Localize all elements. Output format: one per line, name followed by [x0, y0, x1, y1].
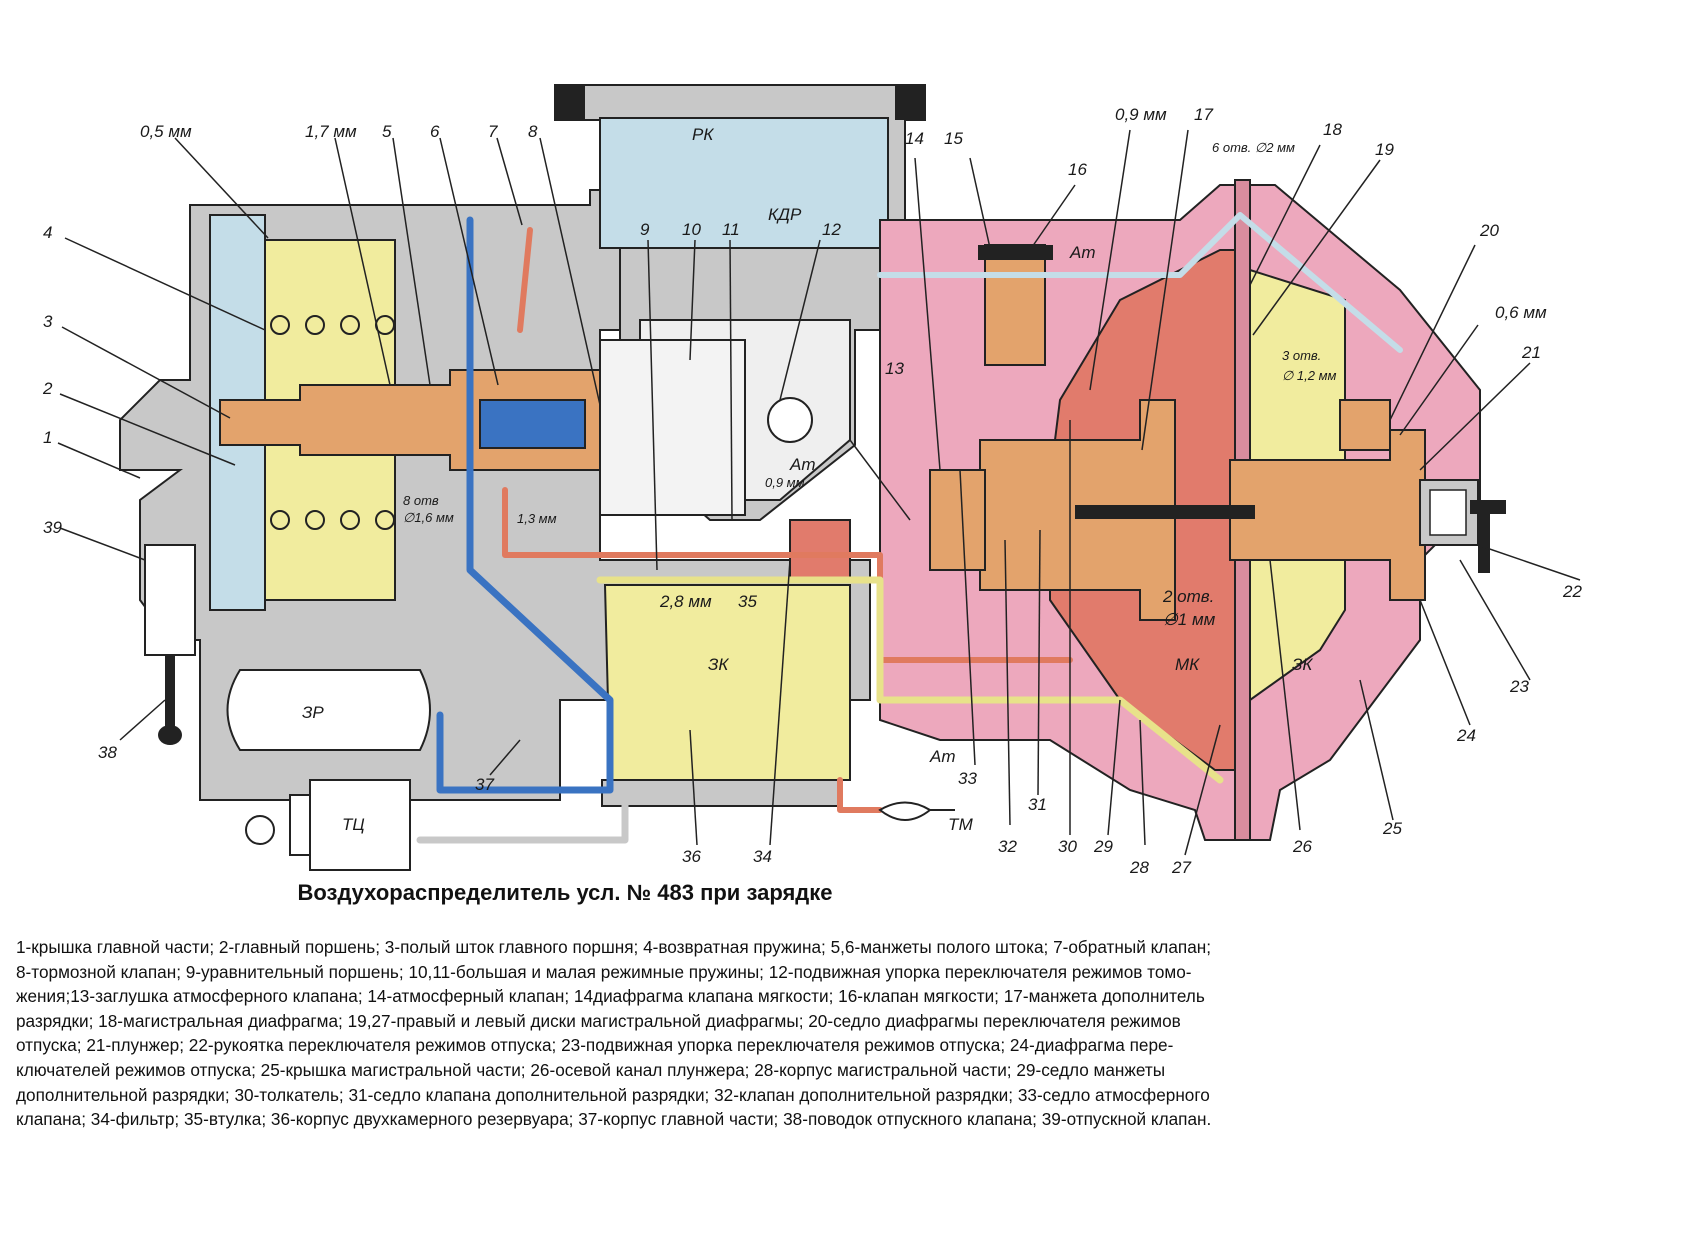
- part-number-28: 28: [1129, 858, 1149, 877]
- label-zk-right: ЗК: [1292, 655, 1313, 674]
- part-number-29: 29: [1093, 837, 1113, 856]
- filter: [789, 519, 851, 581]
- dim-holes-3b: ∅ 1,2 мм: [1282, 368, 1337, 383]
- brake-cylinder: [245, 779, 411, 871]
- part-number-34: 34: [753, 847, 772, 866]
- label-mk: МК: [1175, 655, 1200, 674]
- label-kdr: КДР: [768, 205, 802, 224]
- brake-line: [878, 801, 955, 821]
- diagram-title: Воздухораспределитель усл. № 483 при зар…: [297, 880, 833, 905]
- part-number-15: 15: [944, 129, 963, 148]
- legend-line: клапана; 34-фильтр; 35-втулка; 36-корпус…: [16, 1109, 1212, 1130]
- part-number-36: 36: [682, 847, 701, 866]
- part-number-8: 8: [528, 122, 538, 141]
- legend-line: разрядки; 18-магистральная диафрагма; 19…: [16, 1010, 1181, 1031]
- part-number-9: 9: [640, 220, 650, 239]
- part-number-6: 6: [430, 122, 440, 141]
- part-number-1: 1: [43, 428, 52, 447]
- part-number-24: 24: [1456, 726, 1476, 745]
- part-number-23: 23: [1509, 677, 1529, 696]
- part-number-14: 14: [905, 129, 924, 148]
- magistral-part-body: [879, 179, 1506, 841]
- dim-0-6: 0,6 мм: [1495, 303, 1547, 322]
- part-number-39: 39: [43, 518, 62, 537]
- legend-line: ключателей режимов отпуска; 25-крышка ма…: [16, 1059, 1166, 1080]
- dim-holes-6: 6 отв. ∅2 мм: [1212, 140, 1295, 155]
- part-number-21: 21: [1521, 343, 1541, 362]
- part-number-20: 20: [1479, 221, 1499, 240]
- part-number-35: 35: [738, 592, 757, 611]
- part-number-18: 18: [1323, 120, 1342, 139]
- part-number-4: 4: [43, 223, 52, 242]
- dim-1-7: 1,7 мм: [305, 122, 357, 141]
- part-number-2: 2: [42, 379, 53, 398]
- part-number-32: 32: [998, 837, 1017, 856]
- legend-line: отпуска; 21-плунжер; 22-рукоятка переклю…: [16, 1035, 1174, 1056]
- label-zk-left: ЗК: [708, 655, 729, 674]
- air-distributor-diagram: РК КДР ЗК ЗР ТЦ ТМ МК ЗК Ат Ат Ат 0,5 мм…: [42, 84, 1582, 877]
- label-zr: ЗР: [302, 703, 324, 722]
- dim-holes-8b: ∅1,6 мм: [403, 510, 454, 525]
- part-number-26: 26: [1292, 837, 1312, 856]
- dim-holes-8a: 8 отв: [403, 493, 439, 508]
- dim-holes-3a: 3 отв.: [1282, 348, 1321, 363]
- part-number-33: 33: [958, 769, 977, 788]
- part-number-13: 13: [885, 359, 904, 378]
- legend: 1-крышка главной части; 2-главный поршен…: [16, 935, 1686, 1132]
- dim-holes-2b: ∅1 мм: [1163, 610, 1216, 629]
- release-valve: [144, 544, 196, 745]
- part-number-5: 5: [382, 122, 392, 141]
- part-number-19: 19: [1375, 140, 1394, 159]
- part-number-12: 12: [822, 220, 841, 239]
- part-number-37: 37: [475, 775, 494, 794]
- part-number-31: 31: [1028, 795, 1047, 814]
- dim-1-3: 1,3 мм: [517, 511, 557, 526]
- label-tc: ТЦ: [342, 815, 365, 834]
- part-number-27: 27: [1171, 858, 1191, 877]
- part-number-16: 16: [1068, 160, 1087, 179]
- part-number-17: 17: [1194, 105, 1213, 124]
- legend-line: жения;13-заглушка атмосферного клапана; …: [16, 986, 1205, 1007]
- dim-0-9-mid: 0,9 мм: [765, 475, 805, 490]
- working-chamber: [554, 84, 926, 521]
- part-number-3: 3: [43, 312, 53, 331]
- part-number-7: 7: [488, 122, 498, 141]
- legend-line: 1-крышка главной части; 2-главный поршен…: [16, 937, 1212, 957]
- dim-holes-2a: 2 отв.: [1162, 587, 1214, 606]
- part-number-10: 10: [682, 220, 701, 239]
- label-at-top: Ат: [1069, 243, 1096, 262]
- dim-0-9-top: 0,9 мм: [1115, 105, 1167, 124]
- legend-line: дополнительной разрядки; 30-толкатель; 3…: [16, 1084, 1210, 1105]
- legend-line: 8-тормозной клапан; 9-уравнительный порш…: [16, 961, 1192, 982]
- label-at-middle: Ат: [789, 455, 816, 474]
- auxiliary-reservoir: [226, 669, 431, 751]
- part-number-30: 30: [1058, 837, 1077, 856]
- leader-lines: [57, 129, 1581, 856]
- part-number-25: 25: [1382, 819, 1402, 838]
- label-at-bottom: Ат: [929, 747, 956, 766]
- dim-2-8: 2,8 мм: [659, 592, 712, 611]
- part-number-38: 38: [98, 743, 117, 762]
- dim-0-5: 0,5 мм: [140, 122, 192, 141]
- label-tm: ТМ: [948, 815, 974, 834]
- part-number-22: 22: [1562, 582, 1582, 601]
- label-rk: РК: [692, 125, 714, 144]
- pipes: [416, 212, 1403, 844]
- spare-chamber-left: [601, 584, 851, 807]
- part-number-11: 11: [722, 220, 740, 239]
